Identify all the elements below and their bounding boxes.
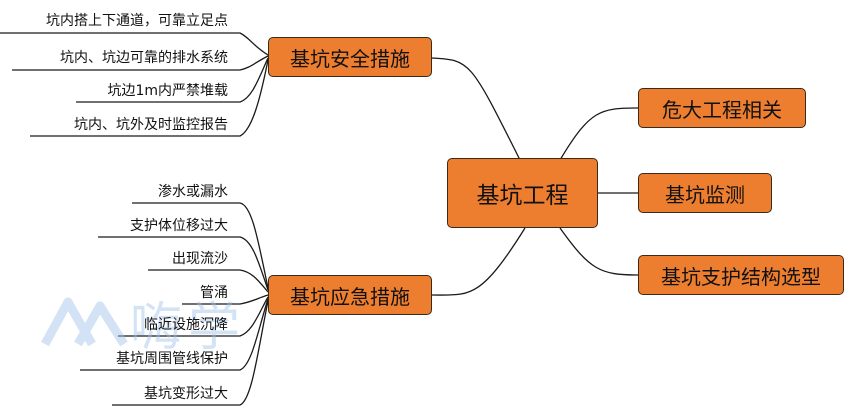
connector-safety-4 — [30, 59, 269, 137]
connector-safety-1 — [0, 32, 269, 56]
connector-emergency-6 — [80, 298, 269, 371]
branch-pit-monitoring[interactable]: 基坑监测 — [638, 173, 772, 213]
connector-safety-2 — [12, 55, 269, 71]
connector-emergency-5 — [118, 296, 269, 337]
connector-emergency-7 — [112, 300, 269, 406]
leaf-safety-2: 坑内、坑边可靠的排水系统 — [60, 50, 228, 66]
leaf-safety-1: 坑内搭上下通道，可靠立足点 — [46, 13, 228, 29]
branch-hazardous-works[interactable]: 危大工程相关 — [638, 88, 806, 128]
leaf-emergency-1: 渗水或漏水 — [158, 184, 228, 200]
leaf-emergency-6: 基坑周围管线保护 — [116, 351, 228, 367]
connector-central-emergency — [431, 227, 526, 296]
connector-emergency-4 — [182, 294, 269, 305]
leaf-emergency-4: 管涌 — [200, 285, 228, 301]
leaf-emergency-3: 出现流沙 — [172, 251, 228, 267]
watermark-logo — [41, 297, 128, 347]
leaf-emergency-5: 临近设施沉降 — [144, 317, 228, 333]
connector-safety-3 — [76, 57, 269, 103]
connector-central-hazard — [559, 107, 639, 161]
connector-central-safety — [431, 57, 521, 161]
leaf-emergency-2: 支护体位移过大 — [130, 218, 228, 234]
leaf-safety-3: 坑边1m内严禁堆载 — [107, 83, 228, 99]
branch-emergency-measures[interactable]: 基坑应急措施 — [268, 275, 432, 315]
connector-emergency-2 — [98, 236, 269, 291]
central-node[interactable]: 基坑工程 — [447, 158, 598, 228]
connector-emergency-3 — [148, 269, 269, 293]
leaf-safety-4: 坑内、坑外及时监控报告 — [74, 117, 228, 133]
leaf-emergency-7: 基坑变形过大 — [144, 386, 228, 402]
connector-central-support — [559, 227, 639, 276]
branch-safety-measures[interactable]: 基坑安全措施 — [268, 37, 432, 77]
connector-emergency-1 — [132, 202, 269, 289]
branch-support-selection[interactable]: 基坑支护结构选型 — [638, 255, 844, 295]
